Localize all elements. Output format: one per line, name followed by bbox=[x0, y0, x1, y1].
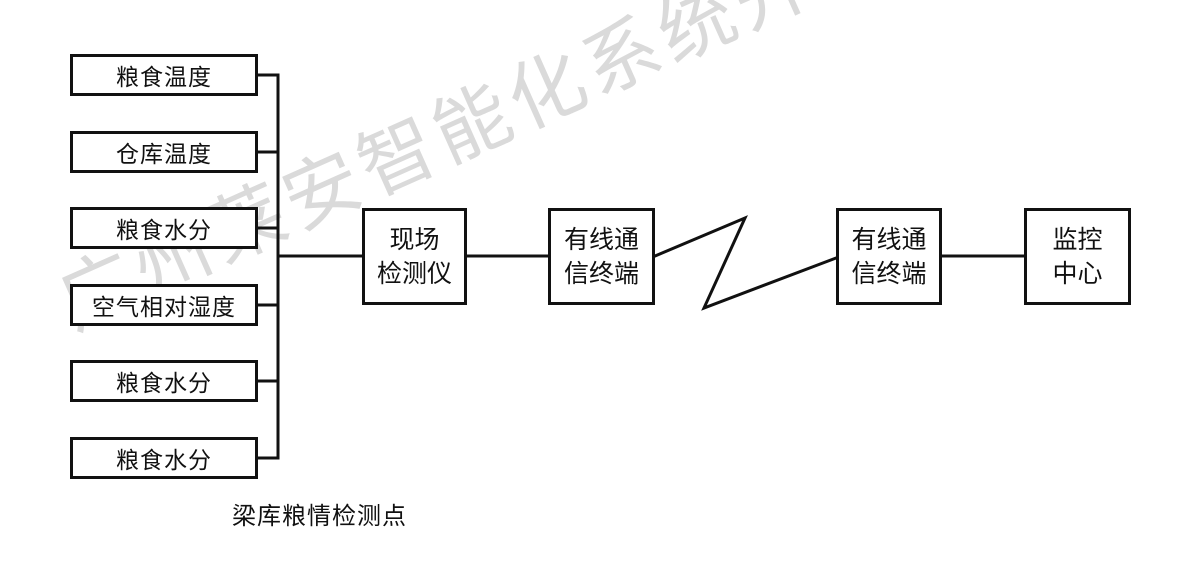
sensor-label: 粮食水分 bbox=[116, 448, 212, 474]
field-instrument-box: 现场 检测仪 bbox=[362, 208, 467, 305]
wireless-link-zigzag bbox=[653, 215, 838, 311]
sensor-air-humidity: 空气相对湿度 bbox=[70, 284, 258, 326]
diagram-caption: 梁库粮情检测点 bbox=[232, 502, 407, 530]
wired-terminal-right-box: 有线通 信终端 bbox=[836, 208, 942, 305]
sensor-grain-moisture: 粮食水分 bbox=[70, 437, 258, 479]
sensor-label: 仓库温度 bbox=[116, 142, 212, 168]
sensor-label: 粮食水分 bbox=[116, 218, 212, 244]
sensor-label: 粮食温度 bbox=[116, 65, 212, 91]
terminal-right-label: 有线通 信终端 bbox=[851, 224, 927, 288]
terminal-left-label: 有线通 信终端 bbox=[563, 224, 639, 288]
sensor-grain-moisture: 粮食水分 bbox=[70, 207, 258, 249]
sensor-label: 空气相对湿度 bbox=[92, 295, 236, 321]
wired-terminal-left-box: 有线通 信终端 bbox=[548, 208, 655, 305]
sensor-label: 粮食水分 bbox=[116, 371, 212, 397]
field-instrument-label: 现场 检测仪 bbox=[376, 224, 452, 288]
sensor-grain-temperature: 粮食温度 bbox=[70, 54, 258, 96]
sensor-grain-moisture: 粮食水分 bbox=[70, 360, 258, 402]
monitoring-center-label: 监控 中心 bbox=[1052, 224, 1103, 288]
sensor-warehouse-temperature: 仓库温度 bbox=[70, 131, 258, 173]
monitoring-center-box: 监控 中心 bbox=[1024, 208, 1131, 305]
